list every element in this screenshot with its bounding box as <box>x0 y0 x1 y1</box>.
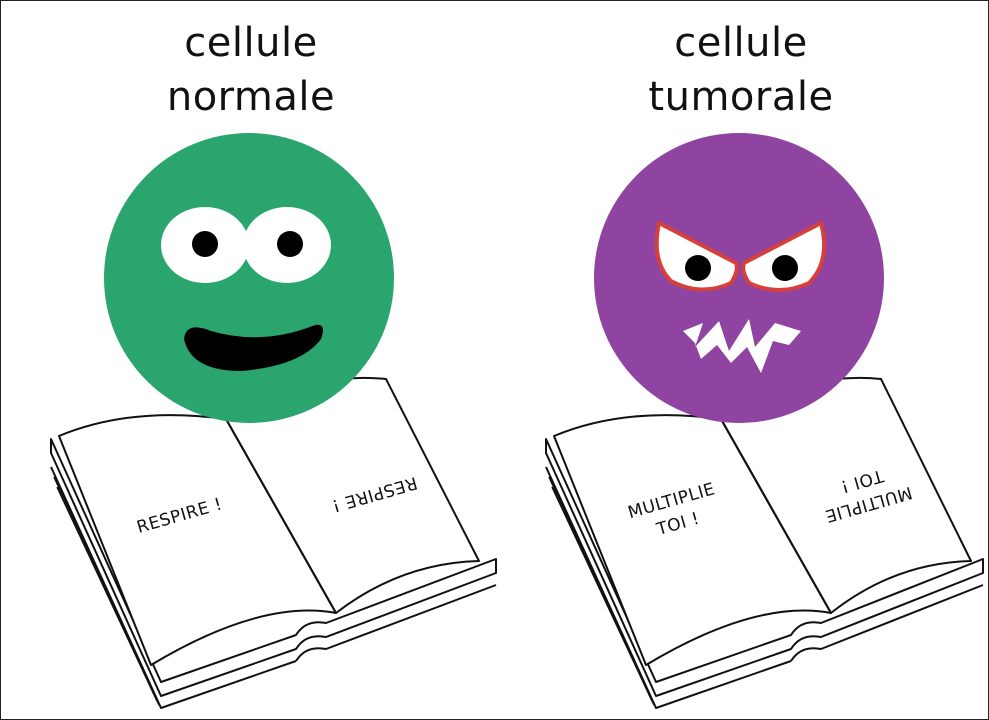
tumor-cell-book <box>546 378 983 708</box>
normal-left-pupil <box>192 231 218 257</box>
tumor-left-pupil <box>685 255 711 281</box>
tumor-right-pupil <box>772 255 798 281</box>
tumor-cell-face <box>594 133 884 423</box>
normal-cell-body <box>104 133 394 423</box>
tumor-cell-body <box>594 133 884 423</box>
normal-cell-book <box>51 378 496 708</box>
normal-cell-face <box>104 133 394 423</box>
normal-right-pupil <box>277 231 303 257</box>
